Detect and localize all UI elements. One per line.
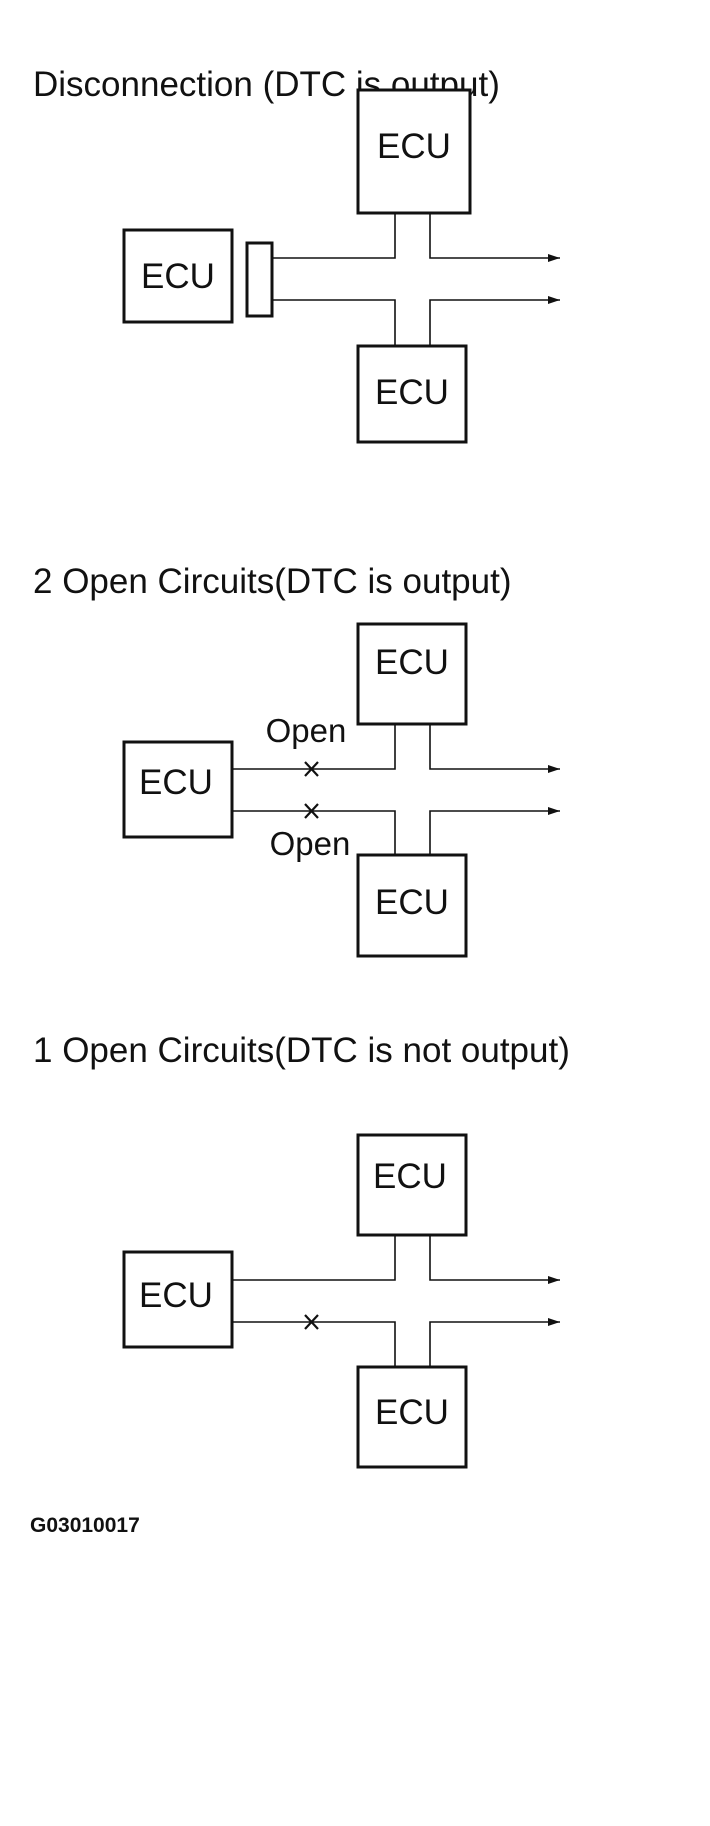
- arrow-right-icon: [429, 1318, 560, 1367]
- open-circuit-x-icon: [304, 761, 319, 777]
- ecu-box-left: [122, 228, 234, 324]
- figure-code: G03010017: [30, 1514, 140, 1537]
- section-disconnection: Disconnection (DTC is output) ECU ECU EC…: [33, 65, 560, 444]
- ecu-label: ECU: [375, 1393, 449, 1432]
- ecu-box-bottom: [356, 853, 468, 958]
- arrow-right-icon: [429, 724, 560, 773]
- ecu-label: ECU: [373, 1157, 447, 1196]
- open-label: Open: [266, 712, 347, 749]
- wire: [232, 1321, 396, 1367]
- connector-icon: [245, 241, 274, 318]
- ecu-label: ECU: [141, 257, 215, 296]
- wire: [232, 1235, 396, 1281]
- open-circuit-x-icon: [304, 803, 319, 819]
- wire: [232, 810, 396, 855]
- ecu-label: ECU: [139, 763, 213, 802]
- ecu-label: ECU: [377, 127, 451, 166]
- section-title: 1 Open Circuits(DTC is not output): [33, 1031, 570, 1070]
- wire: [232, 724, 396, 770]
- open-circuit-x-icon: [304, 1314, 319, 1330]
- wire: [272, 213, 396, 259]
- section-one-open-circuit: 1 Open Circuits(DTC is not output) ECU E…: [33, 1031, 570, 1469]
- ecu-box-left: [122, 1250, 234, 1349]
- wire: [272, 299, 396, 346]
- arrow-right-icon: [429, 213, 560, 262]
- ecu-box-bottom: [356, 344, 468, 444]
- ecu-box-top: [356, 1133, 468, 1237]
- ecu-box-left: [122, 740, 234, 839]
- ecu-box-top: [356, 622, 468, 726]
- ecu-label: ECU: [375, 643, 449, 682]
- ecu-label: ECU: [375, 373, 449, 412]
- open-label: Open: [270, 825, 351, 862]
- section-title: 2 Open Circuits(DTC is output): [33, 562, 511, 601]
- ecu-label: ECU: [375, 883, 449, 922]
- ecu-box-bottom: [356, 1365, 468, 1469]
- ecu-label: ECU: [139, 1276, 213, 1315]
- arrow-right-icon: [429, 807, 560, 855]
- ecu-box-top: [356, 88, 472, 215]
- arrow-right-icon: [429, 296, 560, 346]
- section-two-open-circuits: 2 Open Circuits(DTC is output) ECU ECU E…: [33, 562, 560, 958]
- arrow-right-icon: [429, 1235, 560, 1284]
